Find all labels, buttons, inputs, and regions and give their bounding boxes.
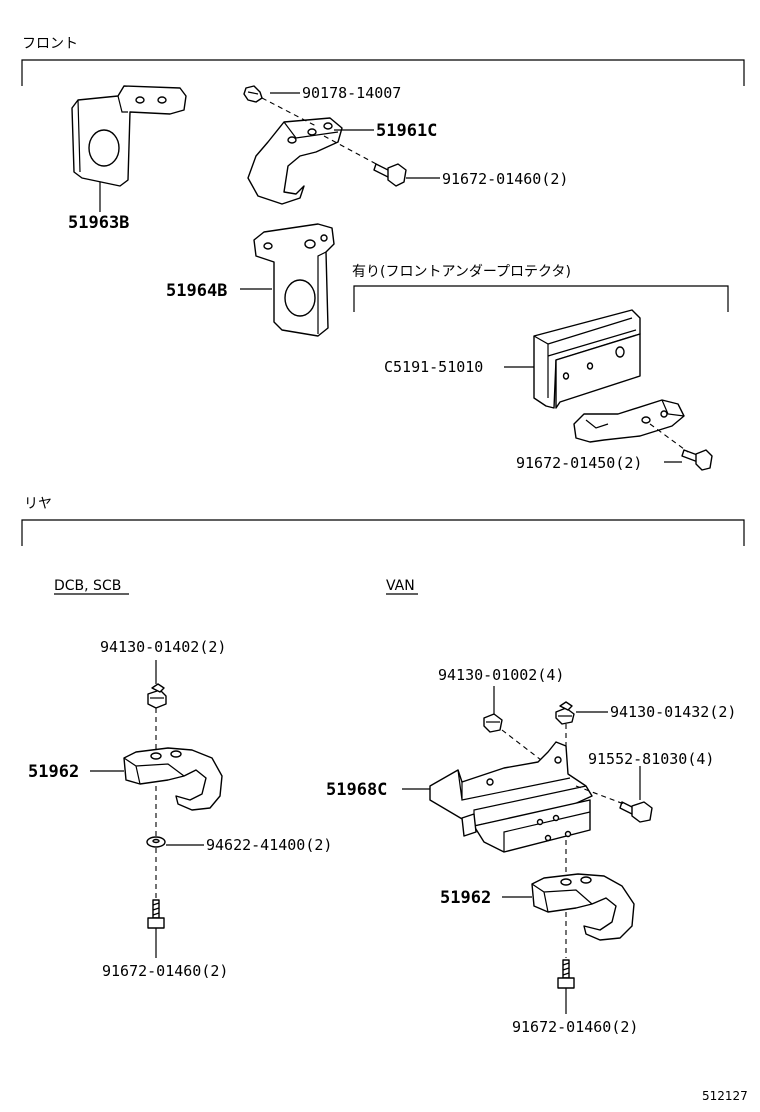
part-bracket-51964b: [253, 223, 335, 337]
front-section-bracket: [21, 59, 745, 86]
part-number-51962-right: 51962: [440, 888, 491, 908]
diagram-id: 512127: [702, 1089, 748, 1103]
nut-94130-01402: [147, 683, 167, 709]
bolt-91672-01450: [681, 449, 713, 471]
part-number-91672-01460-rear-right: 91672-01460(2): [512, 1018, 638, 1036]
bolt-91672-01460-rear-right: [557, 959, 575, 989]
part-number-91672-01460-front: 91672-01460(2): [442, 170, 568, 188]
bolt-91672-01460-rear-left: [147, 899, 165, 929]
part-number-51962-left: 51962: [28, 762, 79, 782]
part-number-91552-81030: 91552-81030(4): [588, 750, 714, 768]
rear-section-bracket: [21, 519, 745, 546]
washer-94622-41400: [146, 836, 166, 848]
section-label-front: フロント: [22, 36, 78, 52]
part-number-51968c: 51968C: [326, 780, 387, 800]
dash-axis-bolt-protector: [649, 423, 689, 453]
option-label-front-under-protector: 有り(フロントアンダープロテクタ): [352, 264, 571, 280]
part-number-51963b: 51963B: [68, 213, 129, 233]
part-number-51961c: 51961C: [376, 121, 437, 141]
part-number-94130-01432: 94130-01432(2): [610, 703, 736, 721]
part-number-51964b: 51964B: [166, 281, 227, 301]
bolt-91672-01460-front: [373, 163, 407, 187]
part-under-protector-c5191-51010: [533, 309, 685, 443]
variant-label-dcb-scb: DCB, SCB: [54, 578, 121, 594]
nut-94130-01432: [555, 701, 575, 725]
part-number-91672-01450: 91672-01450(2): [516, 454, 642, 472]
nut-94130-01002: [483, 713, 503, 733]
part-bracket-51963b: [71, 85, 187, 187]
dash-axis-nut-front: [261, 97, 317, 127]
part-bracket-51968c: [429, 741, 593, 853]
variant-label-van: VAN: [386, 578, 415, 594]
part-hook-51962-right: [531, 873, 635, 941]
section-label-rear: リヤ: [24, 496, 52, 512]
part-number-94130-01402: 94130-01402(2): [100, 638, 226, 656]
part-hook-51961c: [247, 117, 343, 205]
part-number-94130-01002: 94130-01002(4): [438, 666, 564, 684]
option-section-bracket: [353, 285, 729, 312]
dash-axis-bolt-front: [323, 135, 381, 167]
part-number-94622-41400: 94622-41400(2): [206, 836, 332, 854]
part-number-c5191-51010: C5191-51010: [384, 358, 483, 376]
part-number-91672-01460-rear-left: 91672-01460(2): [102, 962, 228, 980]
part-hook-51962-left: [123, 747, 223, 811]
part-number-90178-14007: 90178-14007: [302, 84, 401, 102]
nut-90178-14007: [243, 85, 263, 103]
bolt-91552-81030: [619, 801, 653, 823]
